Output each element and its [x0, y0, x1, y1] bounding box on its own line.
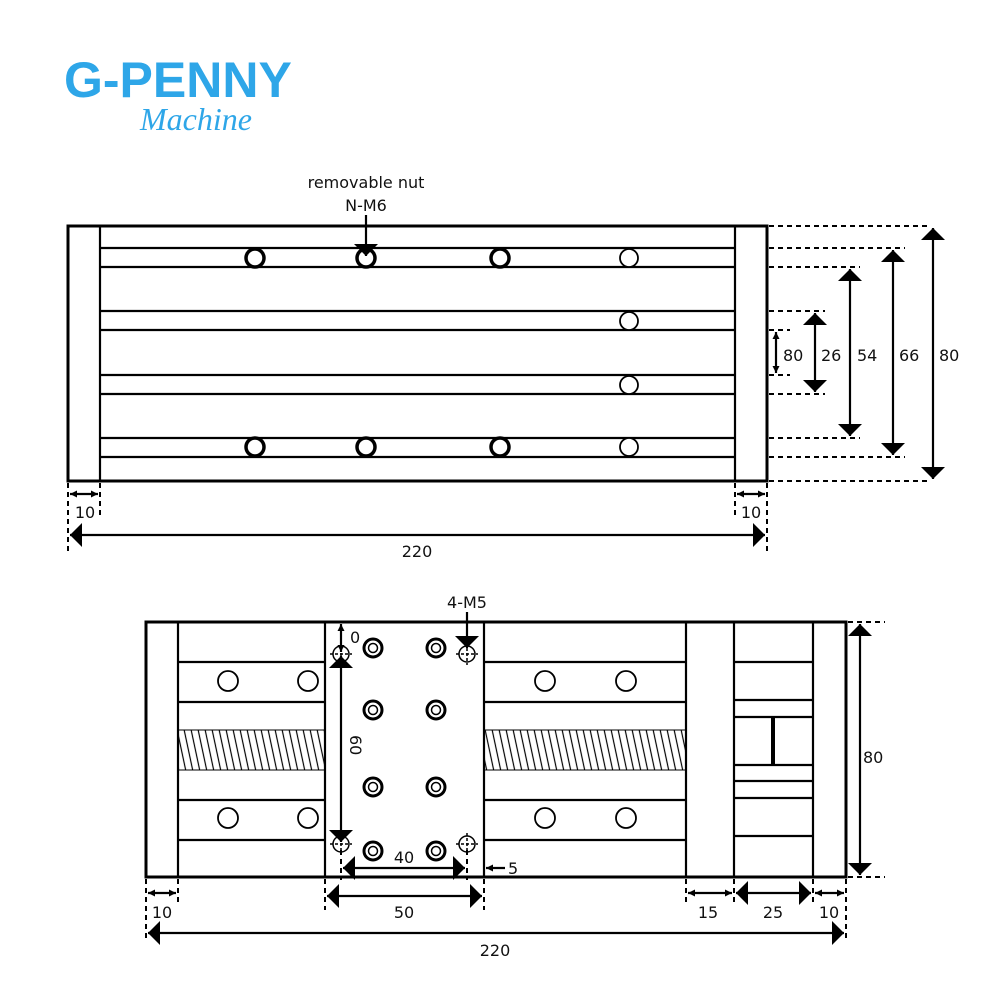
- mount-hole: [619, 248, 639, 268]
- logo: G-PENNY Machine: [64, 52, 292, 137]
- bottom-holes: [217, 637, 637, 862]
- dim-220: 220: [402, 542, 433, 561]
- t-nut-hole: [244, 436, 266, 458]
- carriage-bolt-inner: [367, 642, 379, 654]
- mount-hole: [534, 807, 556, 829]
- dim-10-vertical: 0: [350, 628, 360, 647]
- t-nut-hole: [244, 247, 266, 269]
- dim-80-height: 80: [863, 748, 883, 767]
- mount-hole: [534, 670, 556, 692]
- carriage-bolt-hole: [362, 776, 384, 798]
- bottom-view: 4-M5 0 60 40 5 80 10 50 15 25 10 220: [144, 593, 885, 960]
- mount-hole: [615, 807, 637, 829]
- dim-50: 50: [394, 903, 414, 922]
- mount-hole: [217, 807, 239, 829]
- t-nut-hole: [489, 436, 511, 458]
- mount-hole: [615, 670, 637, 692]
- dim-54: 54: [857, 346, 877, 365]
- carriage-bolt-inner: [430, 781, 442, 793]
- top-holes: [244, 247, 639, 458]
- dim-40: 40: [394, 848, 414, 867]
- top-view: removable nut N-M6 80 26 54 66 80 10 10 …: [66, 173, 959, 561]
- t-nut-hole: [355, 436, 377, 458]
- dim-25: 25: [763, 903, 783, 922]
- dim-60: 60: [346, 735, 365, 755]
- carriage-bolt-inner: [430, 704, 442, 716]
- carriage-bolt-hole: [425, 840, 447, 862]
- dim-10-left: 10: [75, 503, 95, 522]
- mount-hole: [217, 670, 239, 692]
- logo-brand: G-PENNY: [64, 52, 292, 108]
- mount-hole: [619, 311, 639, 331]
- dim-220: 220: [480, 941, 511, 960]
- dim-10-left: 10: [152, 903, 172, 922]
- mount-hole: [297, 670, 319, 692]
- dim-15: 15: [698, 903, 718, 922]
- dim-10-right: 10: [819, 903, 839, 922]
- dim-5: 5: [508, 859, 518, 878]
- bottom-outline: [144, 620, 848, 879]
- dim-26: 26: [821, 346, 841, 365]
- carriage-bolt-hole: [425, 699, 447, 721]
- carriage-bolt-inner: [367, 845, 379, 857]
- bottom-lines: [176, 622, 815, 877]
- top-height-dims: [769, 225, 945, 482]
- callout-n-m6: N-M6: [345, 196, 387, 215]
- carriage-bolt-hole: [362, 637, 384, 659]
- carriage-bolt-inner: [367, 704, 379, 716]
- top-outline: [66, 224, 769, 483]
- dim-10-right: 10: [741, 503, 761, 522]
- mount-hole: [619, 437, 639, 457]
- logo-sub: Machine: [139, 101, 252, 137]
- callout-removable-nut: removable nut: [308, 173, 425, 192]
- dim-66: 66: [899, 346, 919, 365]
- carriage-bolt-hole: [362, 840, 384, 862]
- top-rails: [100, 246, 735, 459]
- coupling-bar: [771, 717, 775, 765]
- mount-hole: [619, 375, 639, 395]
- carriage-bolt-hole: [425, 776, 447, 798]
- carriage-bolt-hole: [425, 637, 447, 659]
- ballscrew-right: [483, 729, 687, 771]
- ballscrew-left: [177, 729, 326, 771]
- callout-4-m5: 4-M5: [447, 593, 487, 612]
- carriage-bolt-hole: [362, 699, 384, 721]
- carriage-bolt-inner: [430, 845, 442, 857]
- carriage-bolt-inner: [367, 781, 379, 793]
- dim-80-small: 80: [783, 346, 803, 365]
- t-nut-hole: [489, 247, 511, 269]
- carriage-bolt-inner: [430, 642, 442, 654]
- mount-hole: [297, 807, 319, 829]
- dim-80: 80: [939, 346, 959, 365]
